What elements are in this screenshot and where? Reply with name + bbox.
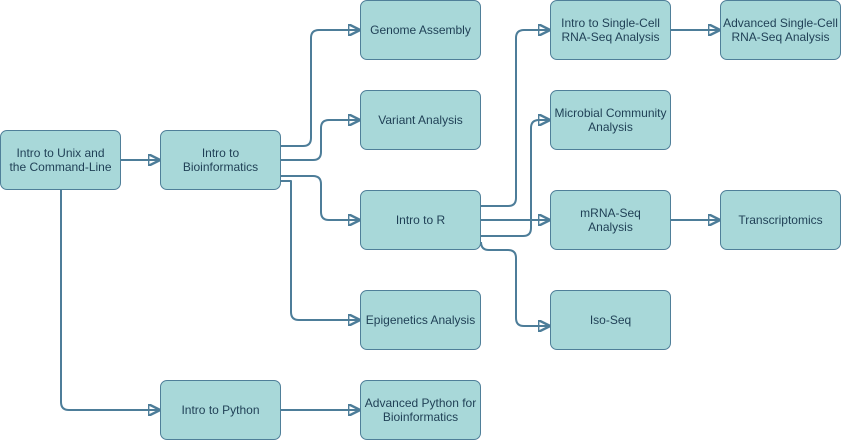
edge-bioinformatics-to-genome-assembly — [281, 30, 359, 147]
node-iso-seq[interactable]: Iso-Seq — [550, 290, 671, 350]
edge-bioinformatics-to-intro-r — [281, 175, 359, 220]
edge-bioinformatics-to-epigenetics — [281, 180, 359, 320]
node-intro-r[interactable]: Intro to R — [360, 190, 481, 250]
node-label: Genome Assembly — [370, 23, 471, 37]
edge-unix-to-python — [60, 190, 159, 410]
node-label: Intro to Python — [181, 403, 260, 417]
edge-intro-r-to-microbial — [481, 120, 549, 237]
node-label: Intro to Unix and the Command-Line — [9, 146, 112, 174]
edge-intro-r-to-single-cell — [481, 30, 549, 207]
node-label: Advanced Python for Bioinformatics — [364, 396, 477, 424]
node-label: Epigenetics Analysis — [365, 313, 476, 327]
node-advanced-single-cell[interactable]: Advanced Single-Cell RNA-Seq Analysis — [720, 0, 841, 60]
node-label: Transcriptomics — [738, 213, 823, 227]
node-mrna-seq[interactable]: mRNA-Seq Analysis — [550, 190, 671, 250]
node-intro-bioinformatics[interactable]: Intro to Bioinformatics — [160, 130, 281, 190]
edge-intro-r-to-iso-seq — [480, 241, 549, 326]
node-label: Intro to R — [395, 213, 446, 227]
node-label: Variant Analysis — [378, 113, 463, 127]
node-intro-single-cell[interactable]: Intro to Single-Cell RNA-Seq Analysis — [550, 0, 671, 60]
node-label: mRNA-Seq Analysis — [580, 206, 641, 234]
node-genome-assembly[interactable]: Genome Assembly — [360, 0, 481, 60]
node-intro-unix[interactable]: Intro to Unix and the Command-Line — [0, 130, 121, 190]
node-label: Intro to Single-Cell RNA-Seq Analysis — [561, 16, 660, 44]
node-label: Advanced Single-Cell RNA-Seq Analysis — [723, 16, 838, 44]
node-variant-analysis[interactable]: Variant Analysis — [360, 90, 481, 150]
node-label: Microbial Community Analysis — [554, 106, 667, 134]
node-transcriptomics[interactable]: Transcriptomics — [720, 190, 841, 250]
node-label: Iso-Seq — [589, 313, 632, 327]
node-advanced-python[interactable]: Advanced Python for Bioinformatics — [360, 380, 481, 440]
node-epigenetics-analysis[interactable]: Epigenetics Analysis — [360, 290, 481, 350]
edge-bioinformatics-to-variant-analysis — [281, 120, 359, 161]
node-intro-python[interactable]: Intro to Python — [160, 380, 281, 440]
node-microbial-community[interactable]: Microbial Community Analysis — [550, 90, 671, 150]
node-label: Intro to Bioinformatics — [182, 146, 259, 174]
